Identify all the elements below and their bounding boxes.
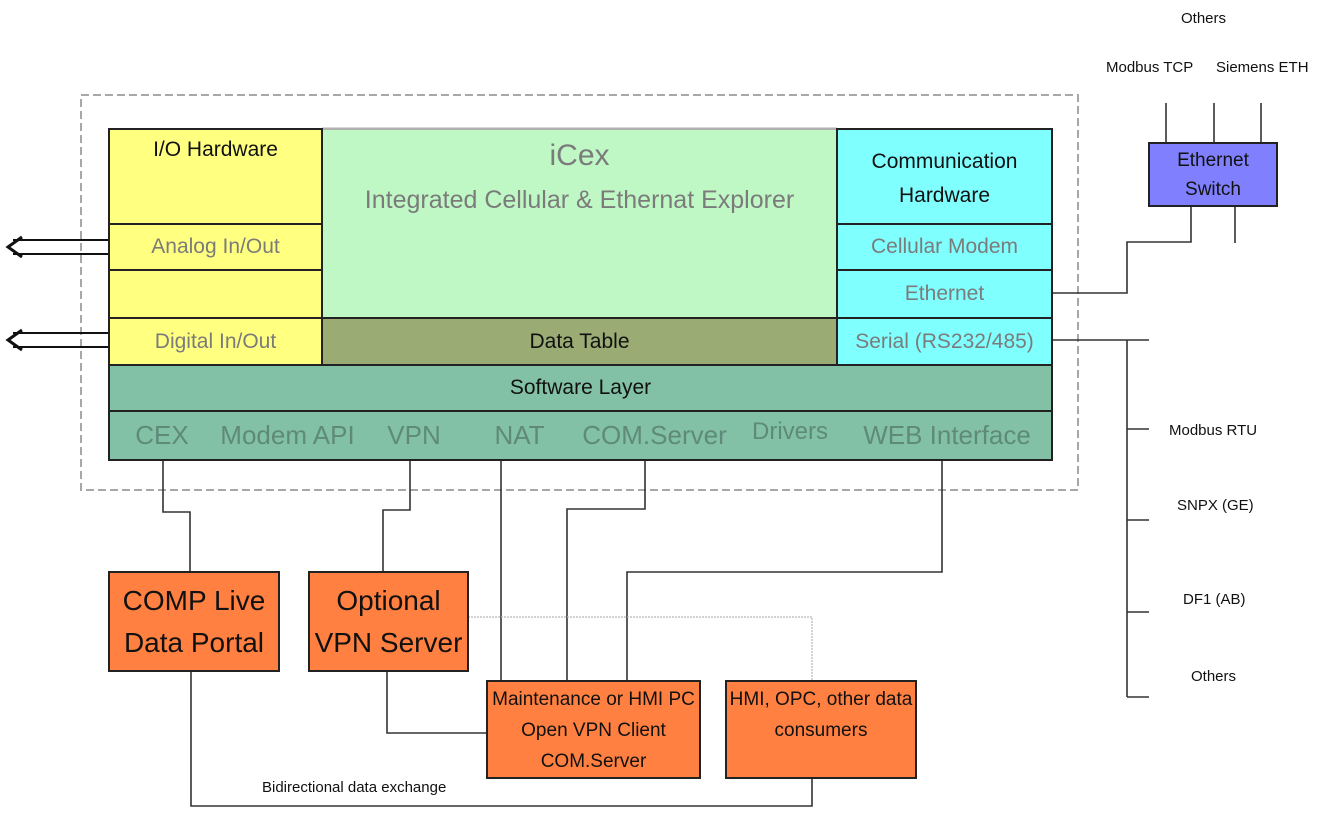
analog-arrow-icon [5,235,127,259]
wire-comserver-maint [566,460,646,680]
comm-serial: Serial (RS232/485) [836,317,1053,366]
comm-hardware-title-1: Communication [871,149,1018,173]
data-table-label: Data Table [529,329,630,353]
sw-module-drivers-label: Drivers [752,418,828,445]
sw-module-vpn: VPN [361,410,468,461]
sw-module-modem-api-label: Modem API [220,420,355,450]
serial-protocol-modbus-rtu: Modbus RTU [1169,422,1258,439]
serial-protocol-others: Others [1191,668,1237,685]
io-hardware-title: I/O Hardware [153,138,278,161]
comm-ethernet-label: Ethernet [904,282,985,305]
sw-module-nat: NAT [467,410,573,461]
wire-web-maint [626,460,943,680]
digital-arrow-icon [5,328,127,352]
sw-module-vpn-label: VPN [387,420,441,450]
eth-protocol-others: Others [1181,10,1227,27]
maintenance-line3: COM.Server [540,751,647,772]
comm-cellular-modem: Cellular Modem [836,223,1053,271]
hmi-opc-consumers: HMI, OPC, other data consumers [725,680,917,779]
io-digital: Digital In/Out [108,317,323,366]
sw-module-web-interface: WEB Interface [843,410,1053,461]
ethernet-switch-line2: Switch [1185,178,1241,200]
comm-ethernet: Ethernet [836,269,1053,319]
sw-module-nat-label: NAT [494,420,545,450]
core-panel: iCex Integrated Cellular & Ethernat Expl… [321,130,838,319]
sw-module-drivers: Drivers [737,410,844,461]
data-table: Data Table [321,317,838,366]
io-empty [108,269,323,319]
optional-vpn-server: Optional VPN Server [308,571,469,672]
comp-portal-line2: Data Portal [123,626,265,658]
bidirectional-label: Bidirectional data exchange [262,779,447,796]
io-hardware-header: I/O Hardware [108,128,323,225]
wire-ethernet-switch [1052,206,1192,294]
sw-module-com-server-label: COM.Server [582,420,727,450]
hmi-consumers-line2: consumers [774,720,868,741]
comm-hardware-title-2: Hardware [898,183,991,207]
maintenance-line1: Maintenance or HMI PC [492,689,695,710]
ethernet-switch-line1: Ethernet [1177,149,1249,171]
io-digital-label: Digital In/Out [154,329,277,353]
eth-protocol-modbus-tcp: Modbus TCP [1106,59,1194,76]
software-layer: Software Layer [108,364,1053,412]
io-analog: Analog In/Out [108,223,323,271]
io-analog-label: Analog In/Out [151,235,280,258]
serial-protocol-snpx: SNPX (GE) [1177,497,1254,514]
sw-module-modem-api: Modem API [214,410,362,461]
vpn-server-line1: Optional [336,584,441,616]
software-layer-label: Software Layer [509,376,652,399]
core-subtitle: Integrated Cellular & Ethernat Explorer [364,186,795,214]
vpn-server-line2: VPN Server [314,626,463,658]
hmi-consumers-line1: HMI, OPC, other data [729,689,913,710]
wire-vpn-server [382,460,411,571]
maintenance-line2: Open VPN Client [521,720,666,741]
sw-module-cex-label: CEX [135,420,189,450]
eth-protocol-siemens-eth: Siemens ETH [1216,59,1309,76]
wire-vpnserver-maint [386,671,486,734]
sw-module-cex: CEX [108,410,215,461]
ethernet-switch: Ethernet Switch [1148,142,1278,207]
sw-module-web-interface-label: WEB Interface [863,420,1031,450]
wire-vpnserver-hmi [468,616,813,680]
comp-portal-line1: COMP Live [122,584,266,616]
comm-cellular-label: Cellular Modem [870,235,1019,258]
comp-live-data-portal: COMP Live Data Portal [108,571,280,672]
sw-module-com-server: COM.Server [572,410,738,461]
wire-cex-portal [162,460,191,571]
wire-portal-hmi [190,671,813,807]
comm-serial-label: Serial (RS232/485) [855,329,1034,353]
maintenance-hmi-pc: Maintenance or HMI PC Open VPN Client CO… [486,680,701,779]
serial-protocol-df1: DF1 (AB) [1183,591,1246,608]
core-title: iCex [549,139,610,172]
comm-hardware-header: Communication Hardware [836,128,1053,225]
